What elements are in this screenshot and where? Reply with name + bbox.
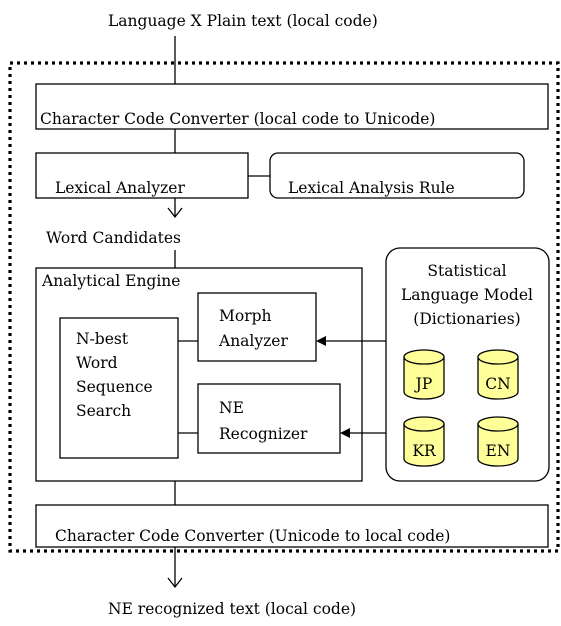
converter-bottom-box [35, 504, 549, 548]
system-boundary [8, 61, 560, 553]
dictionary-cn-cylinder: CN [477, 349, 519, 400]
nbest-line-4: Search [76, 402, 131, 420]
model-title-line-1: Statistical [427, 262, 506, 280]
arrowhead-morph [316, 336, 326, 346]
converter-top-label: Character Code Converter (local code to … [40, 110, 435, 128]
morph-line-2: Analyzer [218, 332, 288, 350]
dictionary-jp-cylinder: JP [403, 349, 445, 400]
arrowhead-output [167, 577, 183, 589]
output-text-label: NE recognized text (local code) [108, 600, 356, 618]
lexical-rule-box [269, 152, 525, 199]
lexical-rule-label: Lexical Analysis Rule [288, 179, 455, 197]
ne-line-1: NE [219, 399, 244, 417]
arrowhead-candidates [167, 207, 183, 219]
morph-line-1: Morph [219, 307, 272, 325]
nbest-line-2: Word [76, 354, 118, 372]
word-candidates-label: Word Candidates [46, 229, 181, 247]
nbest-line-1: N-best [76, 330, 129, 348]
dictionary-cn-label: CN [485, 375, 510, 393]
dictionary-en-label: EN [486, 442, 511, 460]
dictionary-en-cylinder: EN [477, 416, 519, 467]
analytical-engine-title: Analytical Engine [41, 272, 180, 290]
converter-top-box [35, 83, 549, 130]
nbest-line-3: Sequence [76, 378, 153, 396]
morph-analyzer-box [197, 292, 317, 362]
input-text-label: Language X Plain text (local code) [108, 12, 378, 30]
lexical-analyzer-label: Lexical Analyzer [55, 179, 185, 197]
ne-line-2: Recognizer [219, 425, 308, 443]
model-title-line-2: Language Model [401, 286, 533, 304]
converter-bottom-label: Character Code Converter (Unicode to loc… [55, 527, 450, 545]
dictionary-kr-label: KR [412, 442, 437, 460]
nbest-search-box [59, 317, 179, 459]
dictionary-kr-cylinder: KR [403, 416, 445, 467]
model-title-line-3: (Dictionaries) [413, 310, 520, 328]
ne-recognizer-box [197, 383, 341, 454]
dictionary-jp-label: JP [414, 375, 433, 393]
arrowhead-ne [340, 428, 350, 438]
